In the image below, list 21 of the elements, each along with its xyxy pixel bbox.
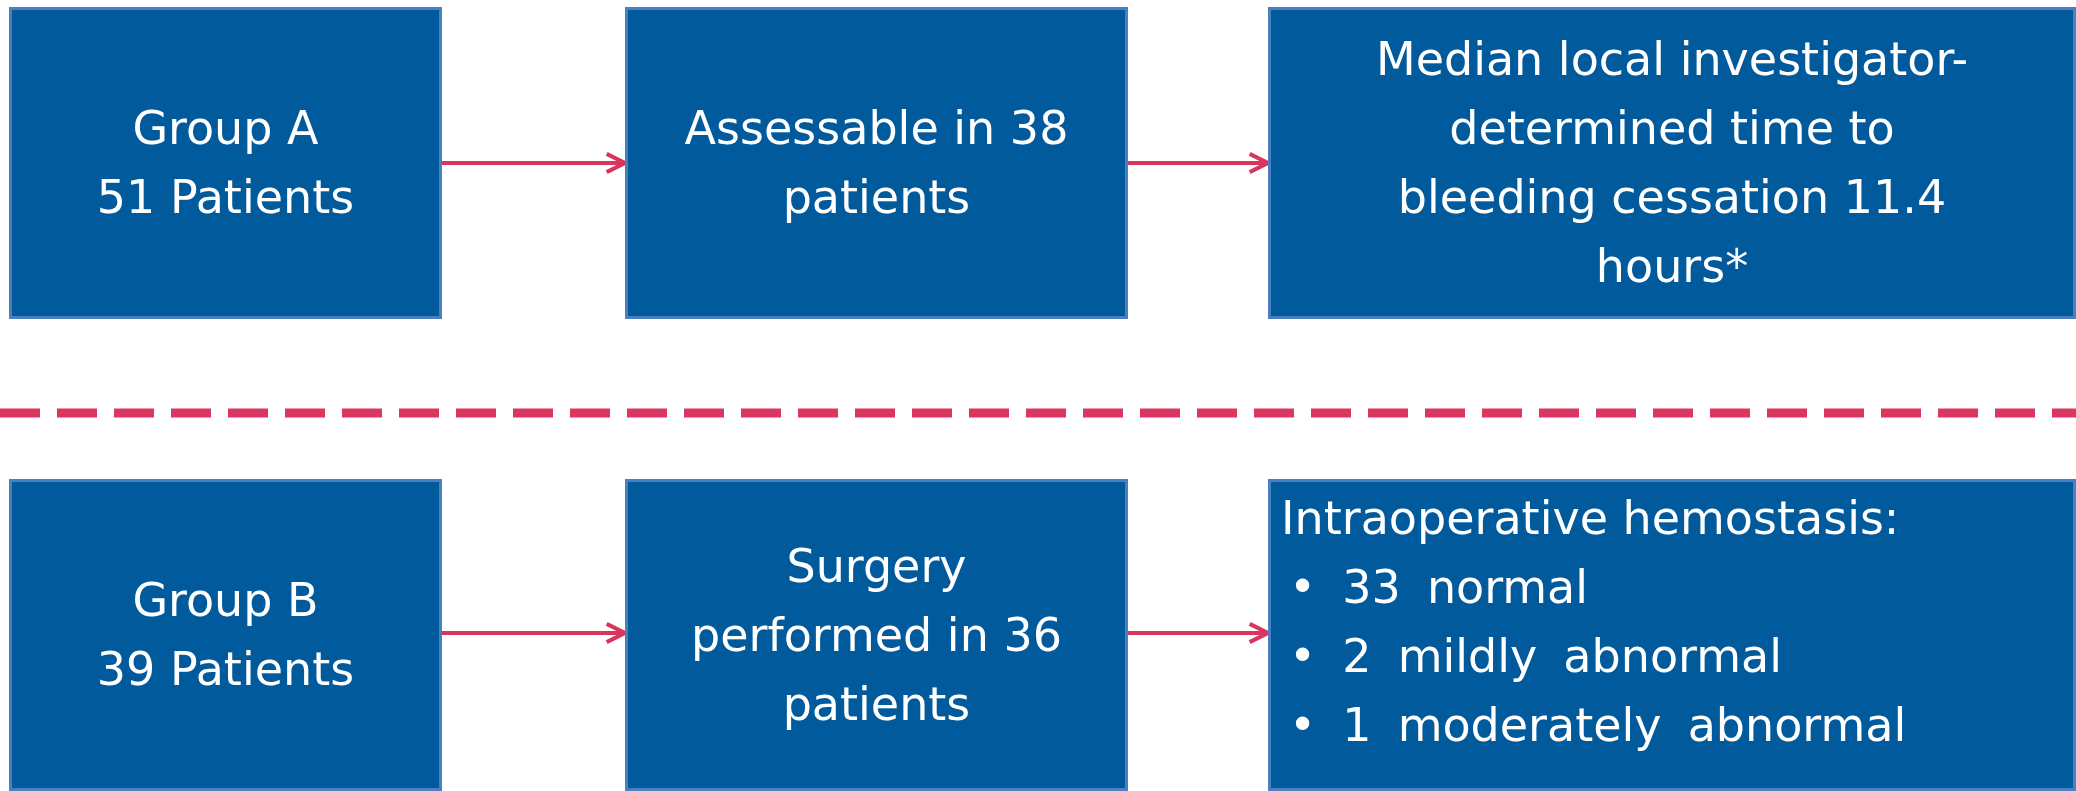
process-box [1268, 7, 2076, 319]
box-text: Assessable in 38 patients [683, 100, 1070, 226]
box-text: Median local investigator-determined time to bleeding cessation 11.4 hours* [1374, 31, 1970, 295]
process-box [625, 479, 1128, 791]
list-item: • 2 mildly abnormal [1289, 628, 1783, 685]
list-item: • 33 normal [1289, 559, 1590, 616]
box-heading: Intraoperative hemostasis: [1281, 490, 1900, 547]
arrow [1128, 151, 1270, 175]
list-item: • 1 moderately abnormal [1289, 697, 1907, 754]
process-box [1268, 479, 2076, 791]
box-text: Surgery performed in 36 patients [690, 537, 1063, 733]
process-box [625, 7, 1128, 319]
process-box [9, 7, 442, 319]
arrow [1128, 621, 1270, 645]
box-text: Group B [132, 572, 319, 629]
box-text: 39 Patients [96, 641, 355, 698]
box-text: 51 Patients [96, 169, 355, 226]
arrow [442, 621, 627, 645]
box-text: Group A [132, 100, 319, 157]
process-box [9, 479, 442, 791]
arrow [442, 151, 627, 175]
